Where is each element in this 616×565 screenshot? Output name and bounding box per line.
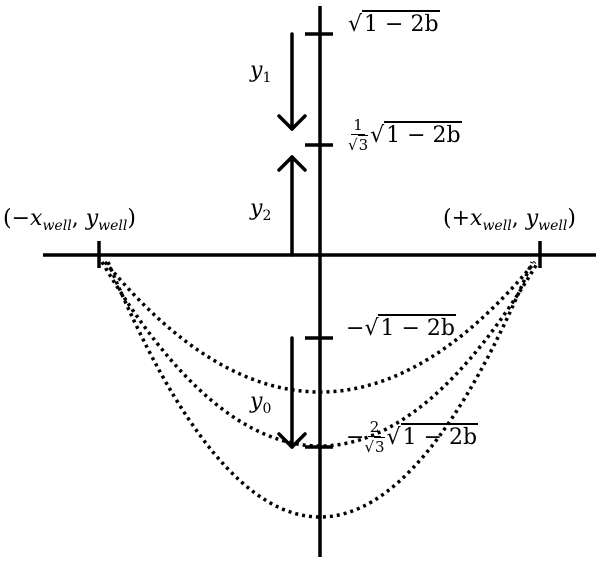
arrow-y0 — [277, 336, 307, 449]
label-lower-third: − 2 √3 √1 − 2b — [346, 418, 479, 456]
label-upper-third: 1 √3 √1 − 2b — [348, 116, 462, 154]
curve-deep — [106, 261, 534, 519]
arrow-y1 — [277, 32, 307, 131]
label-y1: y1 — [250, 58, 272, 86]
label-y2: y2 — [250, 196, 272, 224]
label-left-well: (−xwell, ywell) — [3, 206, 136, 234]
well-curves — [100, 260, 540, 519]
label-right-well: (+xwell, ywell) — [443, 206, 576, 234]
label-lower: −√1 − 2b — [346, 314, 456, 341]
label-top: √1 − 2b — [348, 10, 440, 37]
curve-shallow — [103, 260, 537, 394]
label-y0: y0 — [250, 389, 272, 417]
arrow-y2 — [277, 155, 307, 257]
